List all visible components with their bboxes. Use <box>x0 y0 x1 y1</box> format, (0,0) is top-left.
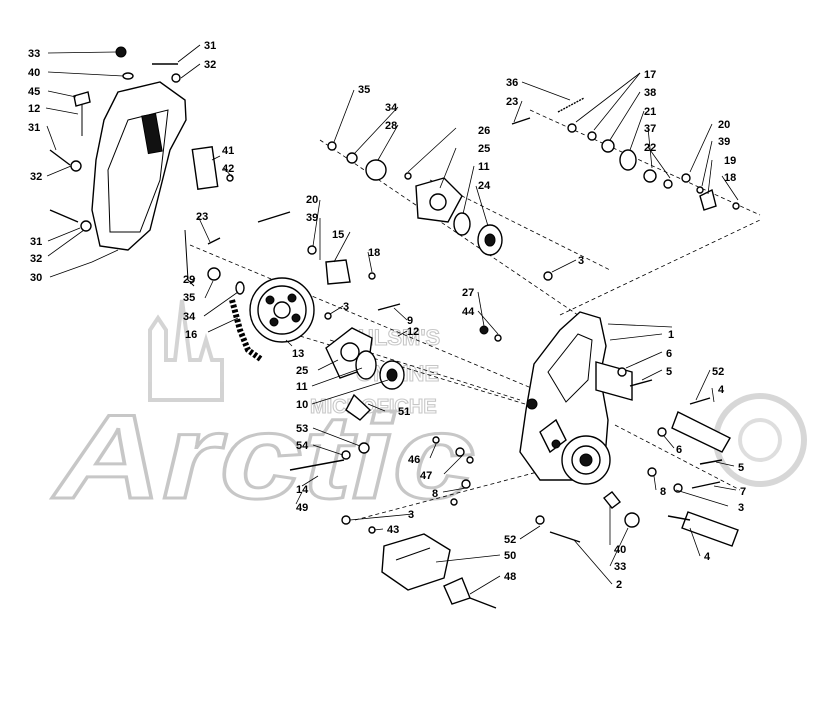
callout-3: 3 <box>408 509 414 521</box>
callout-labels: 33 31 32 40 45 12 31 32 41 42 31 32 30 2… <box>28 40 746 591</box>
callout-4: 4 <box>704 551 711 563</box>
callout-3: 3 <box>738 502 744 514</box>
callout-34: 34 <box>385 102 398 114</box>
callout-25: 25 <box>296 365 308 377</box>
callout-31: 31 <box>204 40 216 52</box>
callout-3: 3 <box>343 301 349 313</box>
callout-23: 23 <box>196 211 208 223</box>
watermark-skyline <box>148 299 224 402</box>
callout-12: 12 <box>407 326 419 338</box>
callout-17: 17 <box>644 69 656 81</box>
watermark: Arctic HLSM'S ONLINE MICROFICHE <box>50 299 807 526</box>
right-side-parts <box>479 271 739 547</box>
callout-5: 5 <box>738 462 744 474</box>
callout-52: 52 <box>504 534 516 546</box>
callout-4: 4 <box>718 384 725 396</box>
callout-46: 46 <box>408 454 420 466</box>
left-cover-hardware <box>49 46 234 232</box>
watermark-wheel-hub <box>738 418 782 462</box>
callout-32: 32 <box>204 59 216 71</box>
callout-11: 11 <box>296 381 308 393</box>
callout-2: 2 <box>616 579 622 591</box>
callout-6: 6 <box>666 348 672 360</box>
callout-8: 8 <box>660 486 666 498</box>
watermark-line3: MICROFICHE <box>310 396 437 418</box>
callout-33: 33 <box>614 561 626 573</box>
callout-54: 54 <box>296 440 309 452</box>
callout-35: 35 <box>183 292 195 304</box>
callout-21: 21 <box>644 106 656 118</box>
callout-44: 44 <box>462 306 475 318</box>
callout-47: 47 <box>420 470 432 482</box>
callout-7: 7 <box>740 486 746 498</box>
callout-51: 51 <box>398 406 410 418</box>
chain-case-cover <box>91 81 219 251</box>
left-small-parts <box>184 211 291 295</box>
callout-26: 26 <box>478 125 490 137</box>
callout-30: 30 <box>30 272 42 284</box>
callout-27: 27 <box>462 287 474 299</box>
main-housing <box>519 311 633 485</box>
callout-52: 52 <box>712 366 724 378</box>
callout-3: 3 <box>578 255 584 267</box>
leader-lines <box>45 44 739 595</box>
callout-36: 36 <box>506 77 518 89</box>
callout-31: 31 <box>30 236 42 248</box>
callout-31: 31 <box>28 122 40 134</box>
callout-53: 53 <box>296 423 308 435</box>
callout-15: 15 <box>332 229 344 241</box>
watermark-brand: Arctic <box>51 390 475 524</box>
callout-39: 39 <box>306 212 318 224</box>
callout-13: 13 <box>292 348 304 360</box>
callout-45: 45 <box>28 86 40 98</box>
callout-11: 11 <box>478 161 490 173</box>
callout-48: 48 <box>504 571 516 583</box>
callout-8: 8 <box>432 488 438 500</box>
callout-35: 35 <box>358 84 370 96</box>
callout-14: 14 <box>296 484 309 496</box>
callout-40: 40 <box>28 67 40 79</box>
callout-43: 43 <box>387 524 399 536</box>
callout-49: 49 <box>296 502 308 514</box>
callout-29: 29 <box>183 274 195 286</box>
callout-33: 33 <box>28 48 40 60</box>
mid-small-parts <box>289 245 401 471</box>
callout-34: 34 <box>183 311 196 323</box>
callout-16: 16 <box>185 329 197 341</box>
callout-42: 42 <box>222 163 234 175</box>
callout-24: 24 <box>478 180 491 192</box>
callout-39: 39 <box>718 136 730 148</box>
callout-6: 6 <box>676 444 682 456</box>
callout-19: 19 <box>724 155 736 167</box>
upper-shaft-parts <box>327 141 503 256</box>
callout-32: 32 <box>30 171 42 183</box>
callout-50: 50 <box>504 550 516 562</box>
lower-parts <box>341 436 497 609</box>
callout-20: 20 <box>718 119 730 131</box>
tensioner-bracket <box>325 327 405 390</box>
callout-20: 20 <box>306 194 318 206</box>
callout-38: 38 <box>644 87 656 99</box>
callout-23: 23 <box>506 96 518 108</box>
callout-37: 37 <box>644 123 656 135</box>
callout-40: 40 <box>614 544 626 556</box>
callout-22: 22 <box>644 142 656 154</box>
callout-12: 12 <box>28 103 40 115</box>
callout-18: 18 <box>724 172 736 184</box>
callout-41: 41 <box>222 145 234 157</box>
callout-18: 18 <box>368 247 380 259</box>
drive-chain <box>229 299 264 363</box>
callout-9: 9 <box>407 315 413 327</box>
callout-32: 32 <box>30 253 42 265</box>
callout-28: 28 <box>385 120 397 132</box>
right-upper-parts <box>511 97 740 211</box>
drive-sprocket <box>249 277 315 343</box>
callout-1: 1 <box>668 329 674 341</box>
callout-10: 10 <box>296 399 308 411</box>
callout-5: 5 <box>666 366 672 378</box>
callout-25: 25 <box>478 143 490 155</box>
